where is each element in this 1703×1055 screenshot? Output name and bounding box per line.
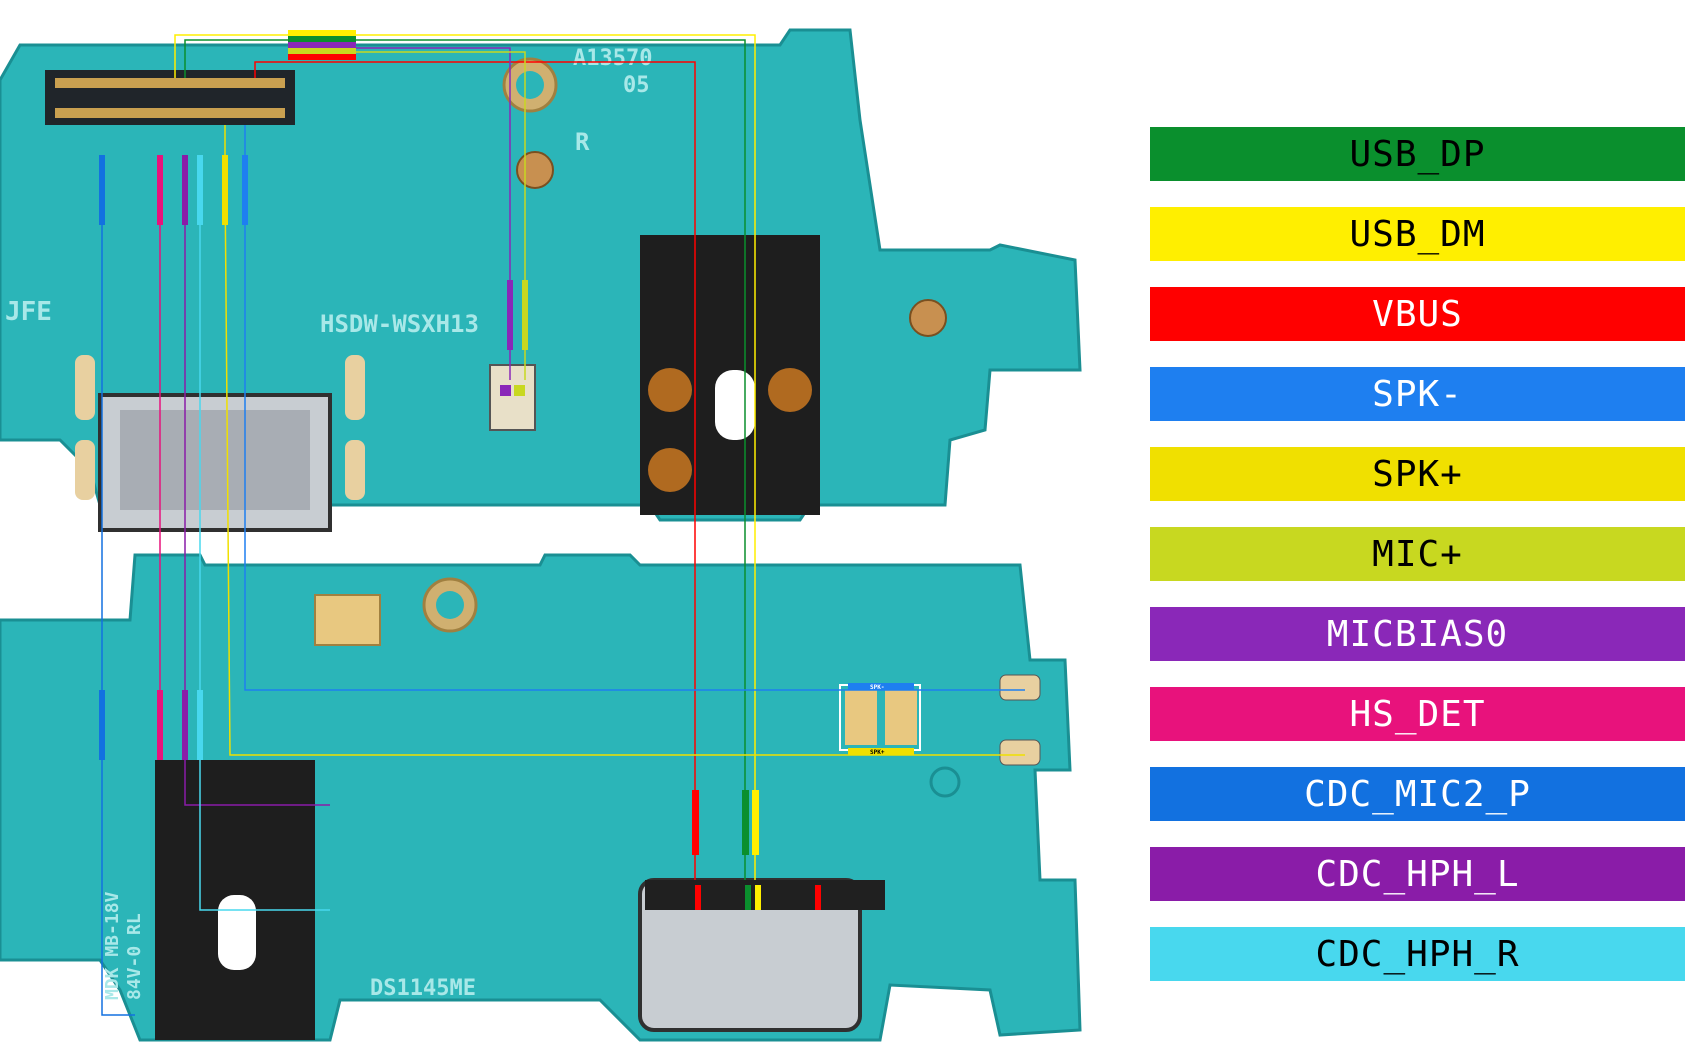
trace-cdc-hph-r [199, 160, 330, 911]
legend-label: HS_DET [1349, 693, 1486, 735]
legend-label: CDC_HPH_L [1315, 853, 1520, 895]
pad-label-spk-plus: SPK+ [870, 749, 885, 756]
legend-label: VBUS [1372, 293, 1463, 335]
trace-spk-minus [244, 125, 1025, 691]
silkscreen-model: HSDW-WSXH13 [320, 310, 479, 338]
legend-item: MIC+ [1150, 527, 1685, 581]
signal-markers-bottom [99, 690, 821, 910]
legend-label: MICBIAS0 [1326, 613, 1509, 655]
legend-label: CDC_HPH_R [1315, 933, 1520, 975]
signal-traces [101, 34, 1025, 1016]
legend-label: USB_DM [1349, 213, 1486, 255]
trace-mic-plus [330, 51, 526, 380]
board-svg: A13570 05 R JFE HSDW-WSXH13 SPK- SPK+ DS… [0, 28, 1082, 1042]
legend-label: SPK- [1372, 373, 1463, 415]
signal-markers-top [99, 155, 528, 396]
legend-item: CDC_MIC2_P [1150, 767, 1685, 821]
bottom-board: SPK- SPK+ DS1145ME MDK MB-18V 84V-0 RL [0, 553, 1082, 1042]
legend-item: SPK- [1150, 367, 1685, 421]
legend-label: MIC+ [1372, 533, 1463, 575]
legend-item: VBUS [1150, 287, 1685, 341]
trace-usb-dm [174, 34, 756, 880]
jack-rating-2: 84V-0 RL [124, 913, 145, 1000]
legend-item: USB_DM [1150, 207, 1685, 261]
trace-cdc-hph-l [184, 160, 330, 806]
silkscreen-left: JFE [5, 297, 52, 327]
legend-item: CDC_HPH_L [1150, 847, 1685, 901]
top-board: A13570 05 R JFE HSDW-WSXH13 [0, 28, 1082, 532]
legend-item: HS_DET [1150, 687, 1685, 741]
rf-connector-icon [909, 299, 947, 337]
legend-label: SPK+ [1372, 453, 1463, 495]
trace-vbus [254, 61, 696, 880]
board-diagram: A13570 05 R JFE HSDW-WSXH13 SPK- SPK+ DS… [0, 28, 1082, 1042]
connector-label-tags [288, 30, 356, 60]
microphone-pad [489, 364, 536, 431]
jack-rating-1: MDK MB-18V [102, 891, 123, 1000]
legend-label: USB_DP [1349, 133, 1486, 175]
legend-item: USB_DP [1150, 127, 1685, 181]
legend-item: SPK+ [1150, 447, 1685, 501]
trace-micbias0 [325, 47, 511, 380]
pad-label-spk-minus: SPK- [870, 684, 884, 691]
silkscreen-board-rev: 05 [623, 73, 650, 98]
legend-item: CDC_HPH_R [1150, 927, 1685, 981]
legend-label: CDC_MIC2_P [1304, 773, 1531, 815]
silkscreen-r: R [575, 128, 590, 156]
trace-usb-dp [184, 39, 746, 880]
legend-item: MICBIAS0 [1150, 607, 1685, 661]
trace-cdc-mic2-p [101, 160, 135, 1016]
silkscreen-board-id: A13570 [573, 46, 652, 71]
rf-connector-icon [516, 151, 554, 189]
trace-spk-plus [224, 125, 1025, 756]
silkscreen-bottom-code: DS1145ME [370, 976, 476, 1001]
